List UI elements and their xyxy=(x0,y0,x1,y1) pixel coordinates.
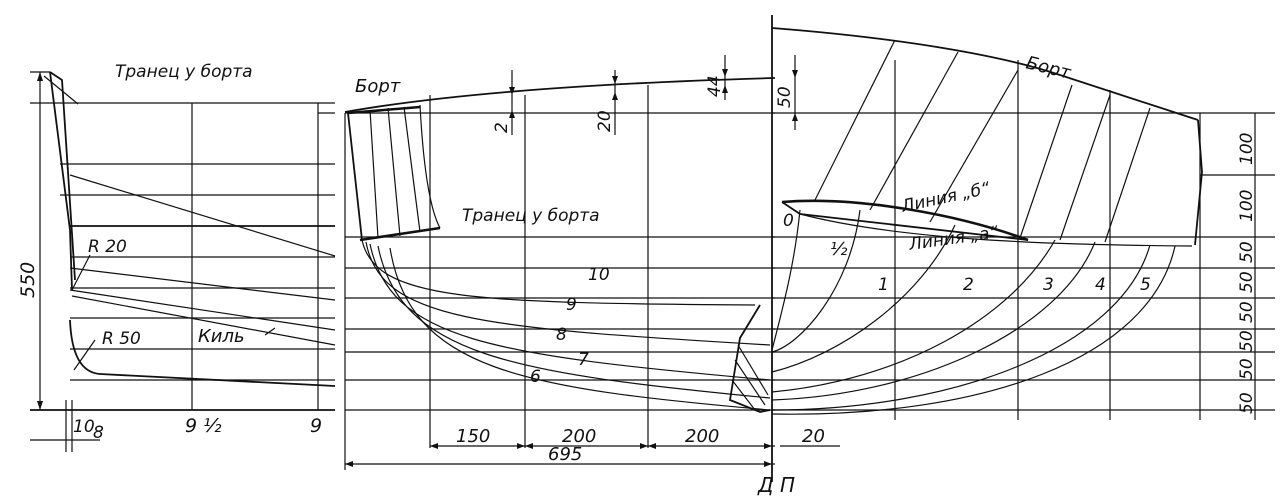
wl-spacing-3: 50 xyxy=(1237,241,1257,263)
station-half-label: ½ xyxy=(830,239,848,260)
wl-spacing-7: 50 xyxy=(1237,358,1257,380)
radius-20-label: R 20 xyxy=(88,237,127,257)
station-9-half-label: 9 ½ xyxy=(185,415,222,437)
dim-200a-label: 200 xyxy=(562,426,596,447)
stern-side-view xyxy=(30,71,336,452)
plan-view xyxy=(344,55,776,470)
station-3-label: 3 xyxy=(1043,275,1054,295)
station-0-label: 0 xyxy=(783,211,794,231)
wl-spacing-1: 100 xyxy=(1237,133,1257,165)
dim-695-label: 695 xyxy=(548,444,582,465)
rise-20-label: 20 xyxy=(595,110,615,132)
wl-spacing-5: 50 xyxy=(1237,301,1257,323)
wl-spacing-2: 100 xyxy=(1237,190,1257,222)
frame-7-label: 7 xyxy=(578,350,589,370)
dim-200b-label: 200 xyxy=(685,426,719,447)
dim-10-label: 10 xyxy=(73,417,95,437)
wl-spacing-8: 50 xyxy=(1237,392,1257,414)
plan-transom-label: Транец у борта xyxy=(462,206,600,226)
rise-2-label: 2 xyxy=(492,122,512,133)
frame-10-label: 10 xyxy=(588,265,610,285)
station-4-label: 4 xyxy=(1095,275,1106,295)
body-bort-label: Борт xyxy=(1024,52,1074,83)
side-transom-label: Транец у борта xyxy=(115,62,253,82)
radius-50-label: R 50 xyxy=(102,329,141,349)
wl-spacing-6: 50 xyxy=(1237,330,1257,352)
station-9-label: 9 xyxy=(310,415,322,437)
dim-8-label: 8 xyxy=(93,423,104,443)
station-1-label: 1 xyxy=(878,275,889,295)
station-2-label: 2 xyxy=(963,275,974,295)
body-plan xyxy=(771,15,1275,482)
wl-spacing-4: 50 xyxy=(1237,271,1257,293)
side-height-dim: 550 xyxy=(17,262,39,298)
body-dim-50-top: 50 xyxy=(775,86,795,108)
body-dim-20: 20 xyxy=(802,426,825,447)
dp-label: Д П xyxy=(757,473,795,497)
plan-bort-label: Борт xyxy=(355,76,401,97)
frame-9-label: 9 xyxy=(566,295,577,315)
line-b-label: Линия „б“ xyxy=(899,179,992,217)
frame-8-label: 8 xyxy=(556,325,567,345)
frame-6-label: 6 xyxy=(530,367,541,387)
rise-44-label: 44 xyxy=(705,75,725,97)
dim-150-label: 150 xyxy=(456,426,490,447)
keel-label: Киль xyxy=(198,326,245,347)
station-5-label: 5 xyxy=(1140,275,1151,295)
